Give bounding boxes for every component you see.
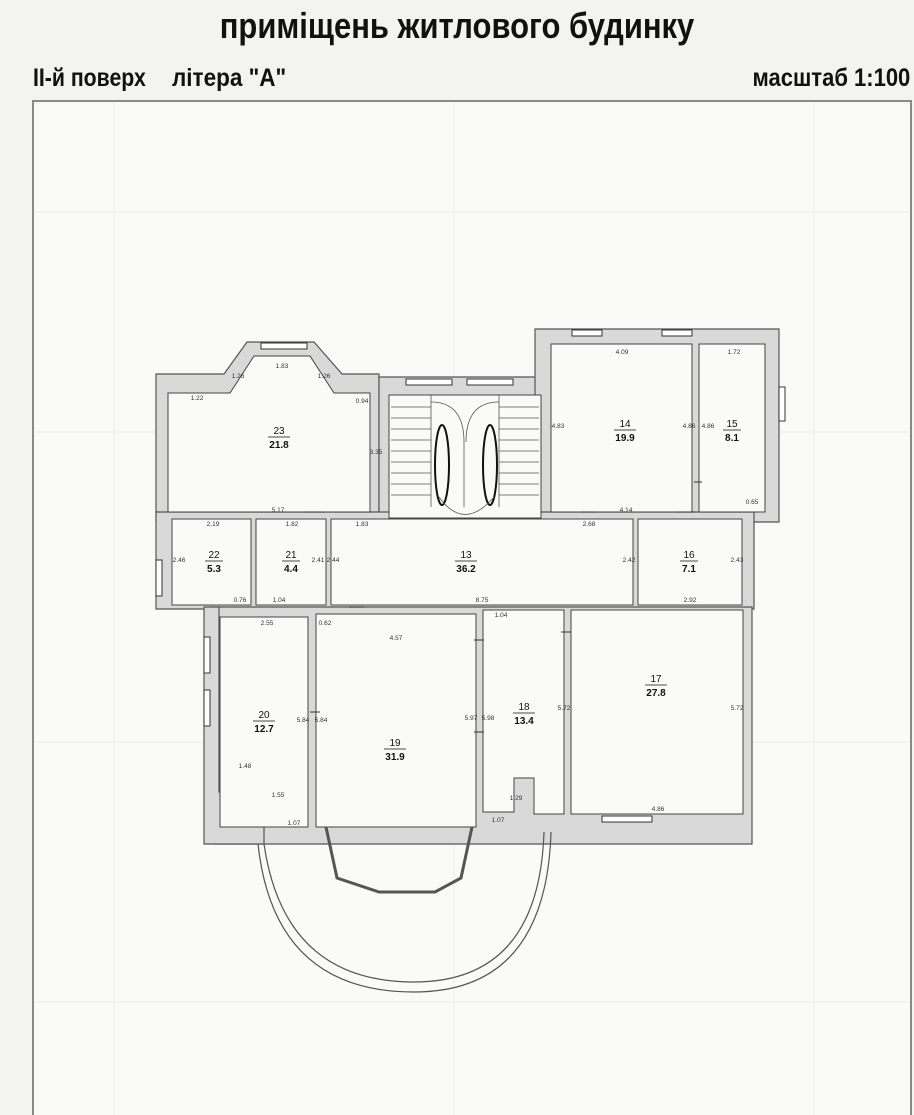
room-19-floor <box>315 613 477 828</box>
dim-label: 2.55 <box>261 620 274 627</box>
room-20-floor <box>219 616 309 828</box>
dim-label: 8.75 <box>476 597 489 604</box>
dim-label: 2.92 <box>684 597 697 604</box>
dim-label: 2.41 <box>312 557 325 564</box>
stair-floor <box>388 394 542 519</box>
dim-label: 5.84 <box>315 717 328 724</box>
room-22-area: 5.3 <box>207 564 221 575</box>
dim-label: 4.57 <box>390 635 403 642</box>
dim-label: 5.72 <box>558 705 571 712</box>
dim-label: 5.98 <box>482 715 495 722</box>
room-14-number: 14 <box>619 419 631 430</box>
floor-label: ІІ-й поверх <box>33 64 146 92</box>
dim-label: 2.68 <box>583 521 596 528</box>
dim-label: 1.55 <box>272 792 285 799</box>
dim-label: 1.72 <box>728 349 741 356</box>
room-14-floor <box>550 343 693 513</box>
plan-sheet: 1.83 1.26 1.26 1.22 0.94 3.35 4.09 4.83 … <box>32 100 912 1115</box>
dim-label: 1.29 <box>510 795 523 802</box>
room-18-floor <box>482 609 565 815</box>
dim-label: 1.07 <box>288 820 301 827</box>
dim-label: 1.22 <box>191 395 204 402</box>
dim-label: 1.48 <box>239 763 252 770</box>
dim-label: 4.86 <box>683 423 696 430</box>
dim-label: 0.65 <box>746 499 759 506</box>
door-markers <box>304 481 702 733</box>
room-22-number: 22 <box>208 550 220 561</box>
dim-label: 5.17 <box>272 507 285 514</box>
dim-label: 4.83 <box>552 423 565 430</box>
dim-label: 1.04 <box>495 612 508 619</box>
room-21-area: 4.4 <box>284 564 298 575</box>
room-20-area: 12.7 <box>254 724 274 735</box>
room-13-area: 36.2 <box>456 564 476 575</box>
room-19-number: 19 <box>389 738 401 749</box>
dim-label: 0.76 <box>234 597 247 604</box>
dim-label: 4.86 <box>652 806 665 813</box>
room-13-floor <box>330 518 634 606</box>
room-17-floor <box>570 609 744 815</box>
scale-label: масштаб 1:100 <box>752 64 910 92</box>
room-23-number: 23 <box>273 426 285 437</box>
bay-window <box>257 826 552 993</box>
room-21-floor <box>255 518 327 606</box>
room-16-number: 16 <box>683 550 695 561</box>
dim-label: 3.35 <box>370 449 383 456</box>
room-15-number: 15 <box>726 419 738 430</box>
litera-label: літера "А" <box>172 64 287 92</box>
room-19-area: 31.9 <box>385 752 405 763</box>
dim-label: 4.14 <box>620 507 633 514</box>
room-16-floor <box>637 518 743 606</box>
dim-label: 2.42 <box>623 557 636 564</box>
window-markers <box>155 329 786 823</box>
room-14-area: 19.9 <box>615 433 635 444</box>
room-13-number: 13 <box>460 550 472 561</box>
room-22-floor <box>171 518 252 606</box>
dim-label: 2.19 <box>207 521 220 528</box>
room-18-number: 18 <box>518 702 530 713</box>
room-floors <box>167 343 766 828</box>
room-23-floor <box>167 355 371 513</box>
dim-label: 2.43 <box>731 557 744 564</box>
dim-label: 1.04 <box>273 597 286 604</box>
room-15-floor <box>698 343 766 513</box>
room-17-number: 17 <box>650 674 662 685</box>
dim-label: 0.62 <box>319 620 332 627</box>
room-21-number: 21 <box>285 550 297 561</box>
dim-label: 1.83 <box>356 521 369 528</box>
room-15-area: 8.1 <box>725 433 739 444</box>
dim-label: 0.94 <box>356 398 369 405</box>
dim-label: 2.44 <box>327 557 340 564</box>
room-labels: 23 21.8 14 19.9 15 8.1 22 5.3 21 4.4 13 … <box>205 419 741 763</box>
dim-label: 1.83 <box>276 363 289 370</box>
dim-label: 5.97 <box>465 715 478 722</box>
dim-label: 1.26 <box>318 373 331 380</box>
room-16-area: 7.1 <box>682 564 696 575</box>
room-17-area: 27.8 <box>646 688 666 699</box>
dim-label: 5.84 <box>297 717 310 724</box>
staircase <box>391 395 539 515</box>
room-20-number: 20 <box>258 710 270 721</box>
dim-label: 2.46 <box>173 557 186 564</box>
dim-label: 1.26 <box>232 373 245 380</box>
floor-plan: 1.83 1.26 1.26 1.22 0.94 3.35 4.09 4.83 … <box>34 102 910 1115</box>
dim-label: 4.86 <box>702 423 715 430</box>
dim-label: 1.07 <box>492 817 505 824</box>
dim-label: 5.72 <box>731 705 744 712</box>
room-23-area: 21.8 <box>269 440 289 451</box>
room-18-area: 13.4 <box>514 716 534 727</box>
dim-label: 1.82 <box>286 521 299 528</box>
document-title: приміщень житлового будинку <box>219 5 695 46</box>
dimension-labels: 1.83 1.26 1.26 1.22 0.94 3.35 4.09 4.83 … <box>173 349 759 827</box>
dim-label: 4.09 <box>616 349 629 356</box>
